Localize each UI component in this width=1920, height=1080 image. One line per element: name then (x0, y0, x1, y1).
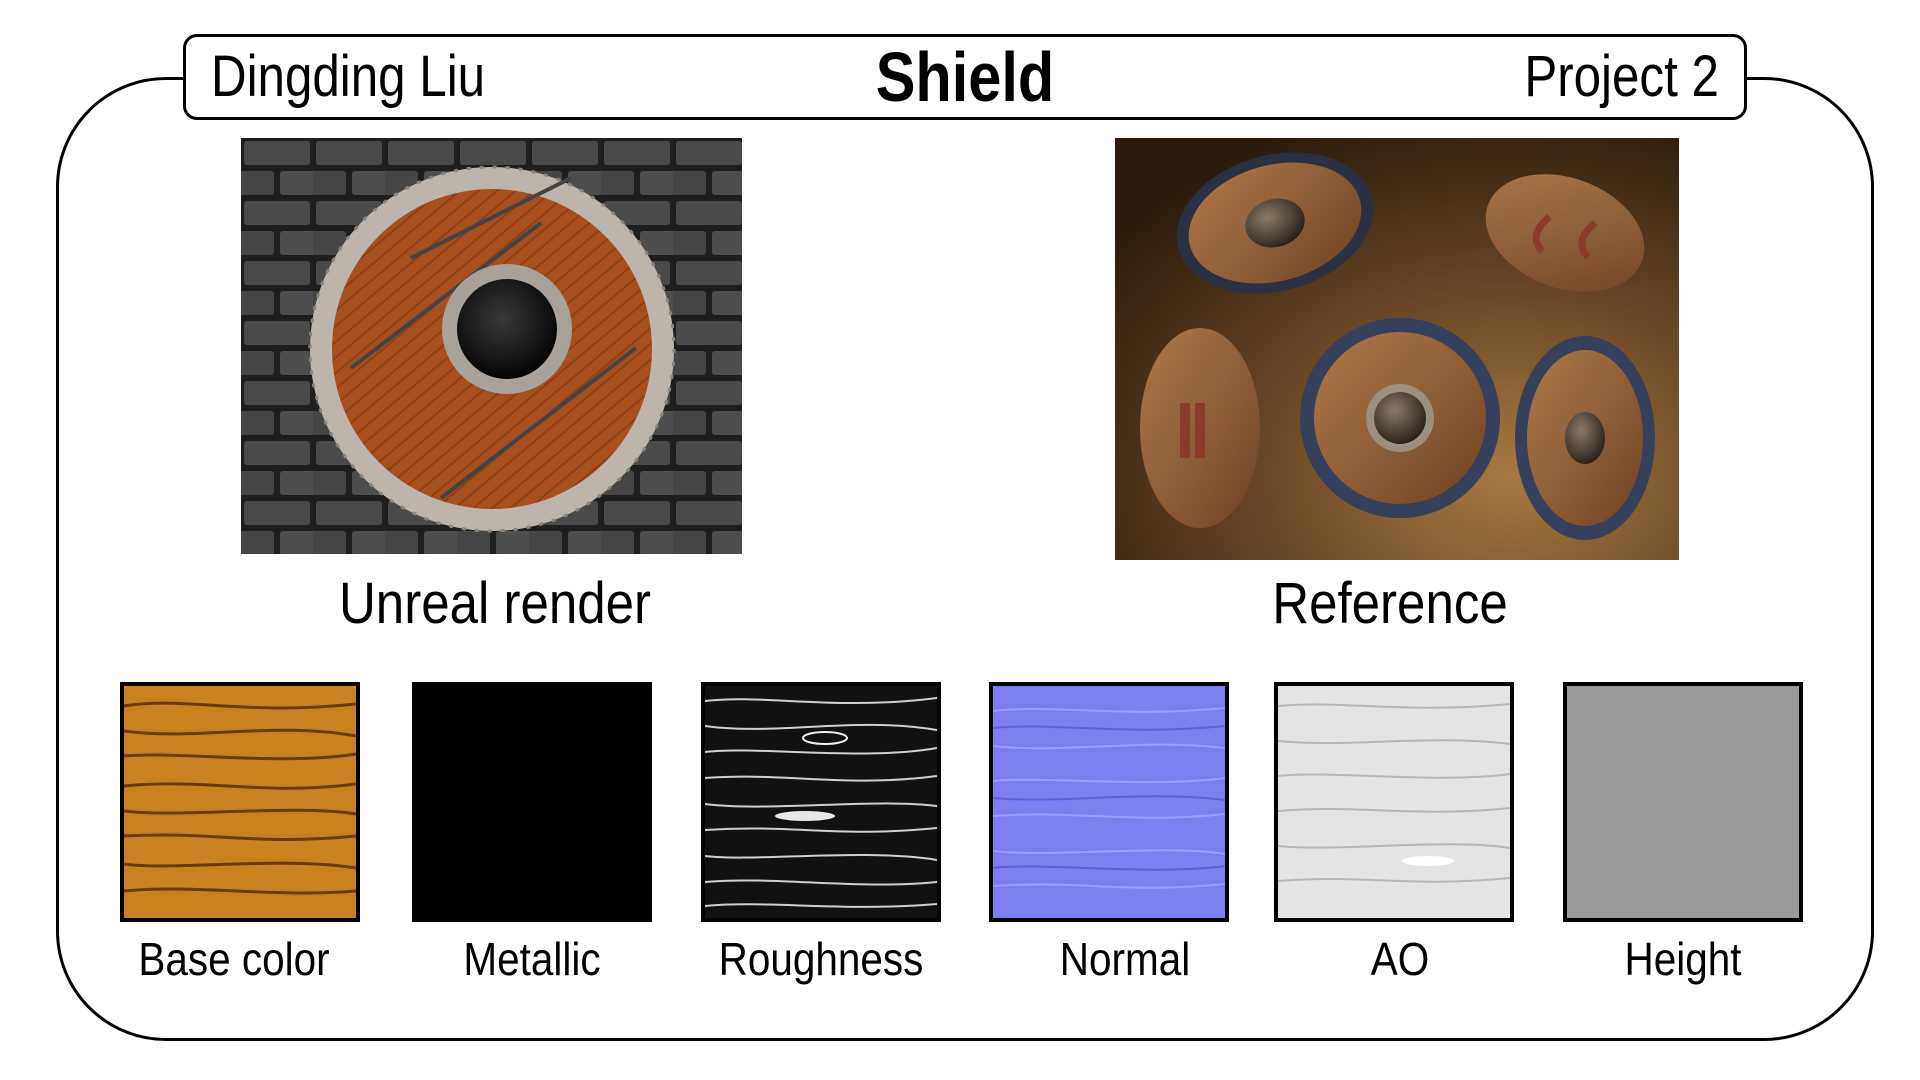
reference-caption: Reference (1272, 571, 1508, 636)
title-bar: Dingding Liu Shield Project 2 (183, 34, 1747, 120)
ao-swatch (1274, 682, 1514, 922)
roughness-swatch (701, 682, 941, 922)
reference-image (1115, 138, 1679, 560)
author-name: Dingding Liu (211, 44, 486, 109)
metallic-swatch (412, 682, 652, 922)
base-color-swatch (120, 682, 360, 922)
normal-swatch (989, 682, 1229, 922)
ao-label: AO (1370, 933, 1430, 985)
normal-label: Normal (1059, 933, 1191, 985)
base-color-label: Base color (138, 933, 330, 985)
roughness-label: Roughness (718, 933, 924, 985)
render-caption: Unreal render (338, 571, 652, 636)
project-label: Project 2 (1524, 44, 1719, 109)
height-swatch (1563, 682, 1803, 922)
page-title: Shield (875, 38, 1055, 116)
metallic-label: Metallic (463, 933, 601, 985)
unreal-render-image (241, 138, 742, 554)
height-label: Height (1624, 933, 1742, 985)
